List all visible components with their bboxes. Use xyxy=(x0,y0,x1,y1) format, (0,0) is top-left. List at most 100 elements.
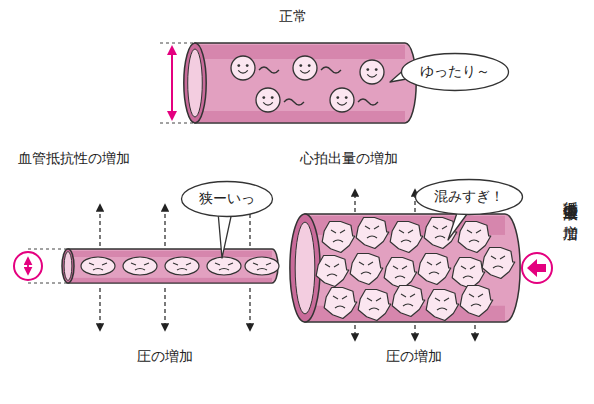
cell-mouth xyxy=(238,70,248,73)
cell-eye xyxy=(271,96,274,99)
flow-squiggle xyxy=(358,99,378,105)
cell-eye xyxy=(366,68,369,71)
bubble-text: ゆったり～ xyxy=(420,63,490,81)
cell-face xyxy=(365,226,379,238)
pressure-arrow xyxy=(99,288,100,330)
cell-eye xyxy=(262,96,265,99)
cell-face xyxy=(367,298,381,310)
cell-face xyxy=(491,256,505,268)
vessel-lumen xyxy=(188,49,203,117)
pressure-arrow xyxy=(354,325,355,340)
pressure-arrow xyxy=(414,325,415,340)
pressure-arrow xyxy=(164,288,165,330)
bubble-text: 混みすぎ！ xyxy=(434,188,504,206)
speech-bubble: ゆったり～ xyxy=(400,52,510,92)
squeezed-cell xyxy=(207,257,241,275)
cell-eye xyxy=(345,96,348,99)
crowded-cell xyxy=(392,286,425,317)
diameter-arrow xyxy=(27,258,29,274)
speech-bubble: 混みすぎ！ xyxy=(414,178,524,216)
cell-face xyxy=(89,263,107,270)
vessel-end xyxy=(184,43,206,123)
cell-eye xyxy=(308,64,311,67)
bubble-ellipse xyxy=(416,180,523,215)
cell-face xyxy=(401,294,415,306)
vessel-lumen xyxy=(295,222,315,314)
vessel-shade xyxy=(68,251,272,257)
pressure-arrow xyxy=(414,190,415,212)
crowded-cell xyxy=(390,222,423,253)
highlight-circle xyxy=(522,253,552,283)
cell-face xyxy=(173,263,191,270)
crowded-cell xyxy=(316,256,349,287)
cell-mouth xyxy=(337,102,347,105)
vessel-body xyxy=(195,43,416,123)
vessel-shade xyxy=(68,278,272,283)
crowded-cell xyxy=(358,290,391,321)
squeezed-cell xyxy=(123,257,157,275)
speech-bubble: 狭ーいっ xyxy=(180,180,274,218)
crowded-cell xyxy=(418,254,451,285)
cell-eye xyxy=(246,64,249,67)
flow-squiggle xyxy=(259,67,279,73)
bubble-text: 狭ーいっ xyxy=(199,190,255,208)
cell-mouth xyxy=(263,102,273,105)
cell-face xyxy=(215,263,233,270)
pressure-arrow xyxy=(249,288,250,330)
squeezed-cell xyxy=(81,257,115,275)
bubble-ellipse xyxy=(182,182,273,217)
blood-cell xyxy=(360,60,384,84)
flow-squiggle xyxy=(321,67,341,73)
cell-mouth xyxy=(300,70,310,73)
bubble-tail xyxy=(218,212,232,258)
cell-eye xyxy=(336,96,339,99)
squeezed-cell xyxy=(245,257,279,275)
cell-face xyxy=(325,264,339,276)
cell-face xyxy=(427,262,441,274)
cell-face xyxy=(469,294,483,306)
highlight-circle xyxy=(14,252,42,280)
vessel-shade xyxy=(195,111,405,122)
guide-line xyxy=(160,43,195,44)
cell-face xyxy=(467,230,481,242)
cell-face xyxy=(435,298,449,310)
pressure-arrow xyxy=(474,325,475,340)
crowded-cell xyxy=(356,218,389,249)
bubble-ellipse xyxy=(402,54,509,91)
cell-mouth xyxy=(367,74,377,77)
vessel-body xyxy=(68,249,278,283)
caption-label: 圧の増加 xyxy=(386,348,442,365)
cell-face xyxy=(253,263,271,270)
blood-cell xyxy=(231,56,255,80)
caption-label: 圧の増加 xyxy=(137,348,193,365)
squeezed-cell xyxy=(165,257,199,275)
crowded-cell xyxy=(324,288,357,319)
crowded-cell xyxy=(460,286,493,317)
caption-label: 心拍出量の増加 xyxy=(300,150,398,167)
crowded-cell xyxy=(384,258,417,289)
cell-eye xyxy=(237,64,240,67)
blood-cell xyxy=(293,56,317,80)
guide-line xyxy=(28,249,68,250)
crowded-cell xyxy=(452,258,485,289)
crowded-cell xyxy=(322,222,355,253)
flow-squiggle xyxy=(284,99,304,105)
diameter-arrow xyxy=(171,47,173,119)
crowded-cell xyxy=(426,290,459,321)
pressure-arrow xyxy=(164,205,165,246)
blood-cell xyxy=(256,88,280,112)
vertical-label: 循環血液量の増加 xyxy=(562,190,580,215)
caption-label: 正常 xyxy=(279,8,307,25)
cell-face xyxy=(359,262,373,274)
cell-face xyxy=(433,226,447,238)
guide-line xyxy=(28,283,68,284)
cell-face xyxy=(461,266,475,278)
vessel-lumen xyxy=(64,252,72,281)
crowded-cell xyxy=(482,248,515,279)
vessel-end xyxy=(62,249,74,283)
cell-face xyxy=(399,230,413,242)
vessel-end xyxy=(290,214,320,322)
inflow-arrow xyxy=(527,259,546,277)
caption-label: 血管抵抗性の増加 xyxy=(18,150,130,167)
